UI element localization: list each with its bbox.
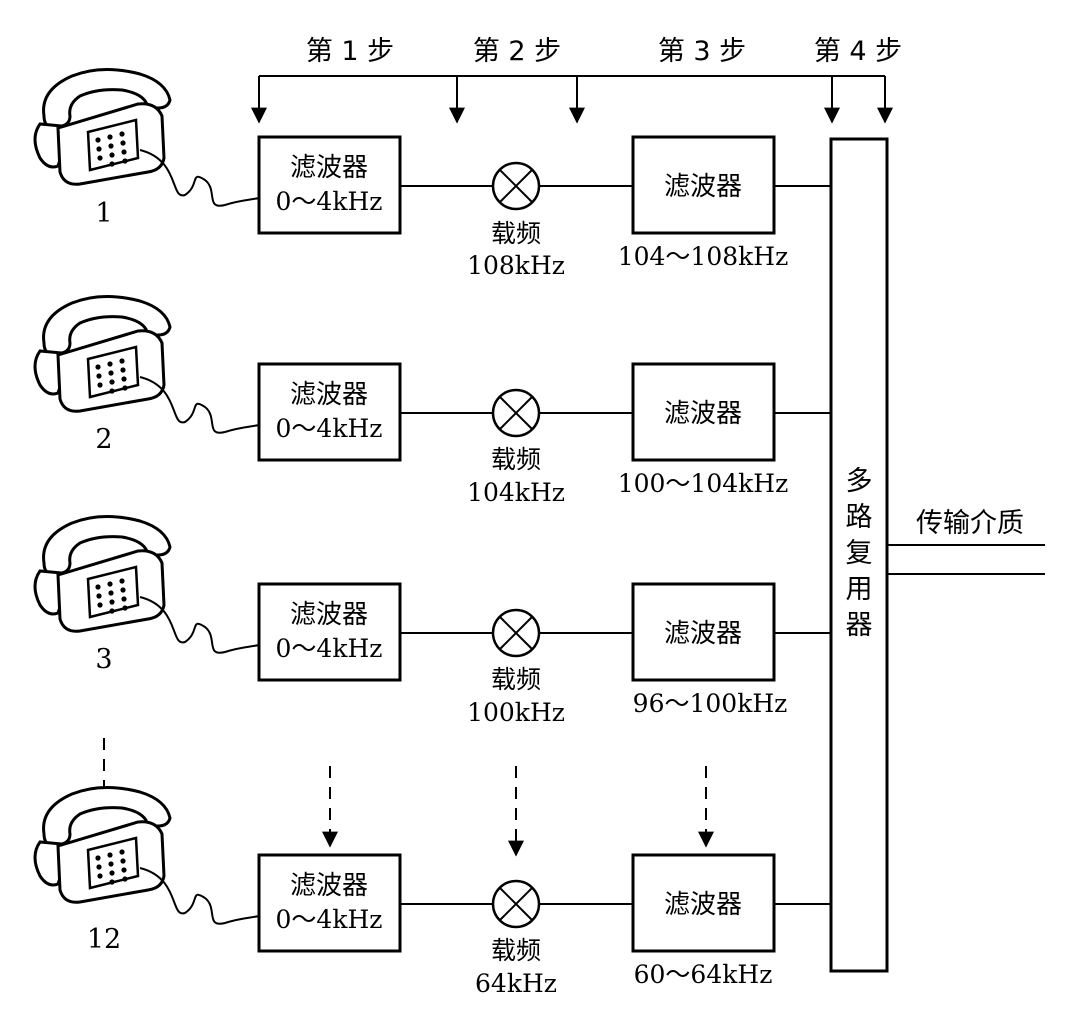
bandpass-filter-range: 96～100kHz [633,689,788,718]
bandpass-filter-range: 104～108kHz [618,242,789,271]
channel-number: 12 [87,924,121,955]
carrier-label: 载频 [491,219,541,248]
bandpass-filter-box [631,582,776,682]
continuation-arrows [96,738,714,857]
lowpass-filter-range: 0～4kHz [276,634,383,663]
channel-number: 3 [95,644,112,675]
lowpass-filter-box [257,853,402,953]
lowpass-filter-range: 0～4kHz [276,187,383,216]
lowpass-filter-range: 0～4kHz [276,905,383,934]
mixer-circle-x-icon [491,879,541,929]
carrier-label: 载频 [491,665,541,694]
telephone-icon [33,67,172,186]
lowpass-filter-label: 滤波器 [290,153,368,183]
multiplexer-char: 器 [846,610,873,641]
telephone-icon [33,294,172,413]
carrier-label: 载频 [491,936,541,965]
medium-label: 传输介质 [916,508,1024,539]
channel-row: 2 滤波器 0～4kHz 载频 104kHz 滤波器 100～104kHz [33,294,831,507]
carrier-frequency: 64kHz [475,969,557,998]
lowpass-filter-box [257,582,402,682]
bandpass-filter-label: 滤波器 [664,890,742,920]
step-1-label: 第 1 步 [306,36,394,67]
mixer-circle-x-icon [491,388,541,438]
multiplexer-char: 复 [846,538,873,569]
multiplexer-box [829,137,889,973]
multiplexer-char: 路 [846,502,873,533]
channel-row: 12 滤波器 0～4kHz 载频 64kHz 滤波器 60～64kHz [33,785,831,998]
bandpass-filter-box [631,853,776,953]
mixer-circle-x-icon [491,161,541,211]
bandpass-filter-label: 滤波器 [664,172,742,202]
lowpass-filter-box [257,135,402,235]
multiplexer-char: 多 [846,466,873,497]
step-2-label: 第 2 步 [473,36,561,67]
lowpass-filter-range: 0～4kHz [276,414,383,443]
lowpass-filter-label: 滤波器 [290,600,368,630]
carrier-frequency: 108kHz [467,251,565,280]
bandpass-filter-label: 滤波器 [664,619,742,649]
multiplexer-char: 用 [846,574,873,605]
lowpass-filter-label: 滤波器 [290,380,368,410]
multiplexer: 多 路 复 用 器 [829,137,889,973]
carrier-frequency: 100kHz [467,698,565,727]
step-3-label: 第 3 步 [658,36,746,67]
step-bracket [251,75,893,124]
channel-number: 2 [95,424,112,455]
telephone-icon [33,785,172,904]
channel-row: 1 滤波器 0～4kHz 载频 108kHz 滤波器 104～108kHz [33,67,831,280]
telephone-icon [33,514,172,633]
carrier-frequency: 104kHz [467,478,565,507]
lowpass-filter-label: 滤波器 [290,871,368,901]
mixer-circle-x-icon [491,608,541,658]
transmission-medium: 传输介质 [887,508,1045,575]
bandpass-filter-label: 滤波器 [664,399,742,429]
bandpass-filter-range: 60～64kHz [634,960,773,989]
bandpass-filter-range: 100～104kHz [618,469,789,498]
channel-row: 3 滤波器 0～4kHz 载频 100kHz 滤波器 96～100kHz [33,514,831,727]
step-4-label: 第 4 步 [814,36,902,67]
channel-number: 1 [95,198,112,229]
carrier-label: 载频 [491,445,541,474]
lowpass-filter-box [257,362,402,462]
